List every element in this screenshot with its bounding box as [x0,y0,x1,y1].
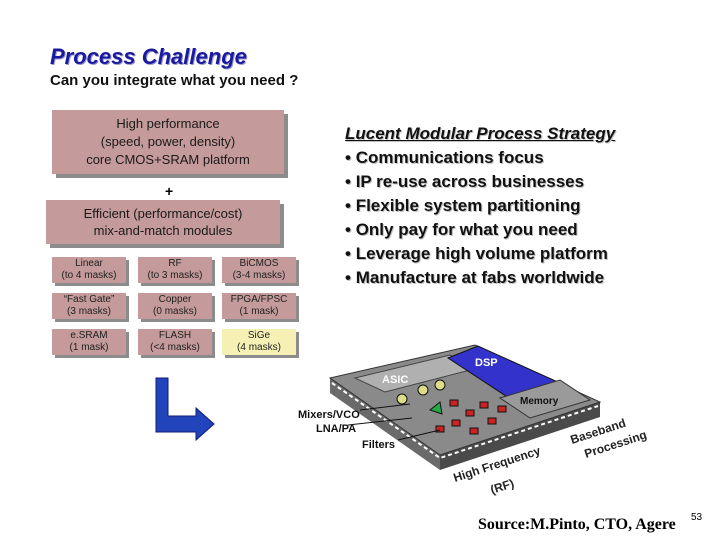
module-linear: Linear (to 4 masks) [52,257,126,283]
high-performance-box: High performance (speed, power, density)… [52,110,284,174]
asic-label: ASIC [382,374,408,386]
rf-components [396,379,507,435]
strategy-bullet: • Manufacture at fabs worldwide [345,268,605,287]
module-label: FPGA/FPSC (1 mask) [230,294,288,317]
mixers-label: Mixers/VCO [298,409,360,421]
high-performance-text: High performance (speed, power, density)… [86,116,250,167]
efficient-modules-box: Efficient (performance/cost) mix-and-mat… [46,200,280,244]
slide-subtitle: Can you integrate what you need ? [50,72,299,89]
module-label: RF (to 3 masks) [147,258,203,281]
strategy-bullet: • Communications focus [345,148,544,167]
plus-sign: + [165,183,174,199]
module-rf: RF (to 3 masks) [138,257,212,283]
flow-arrow [155,377,215,442]
chip-edge-pattern [331,382,599,460]
strategy-panel: Lucent Modular Process Strategy • Commun… [345,122,705,290]
module-label: “Fast Gate” (3 masks) [63,294,115,317]
dsp-label: DSP [475,357,498,369]
module-fast-gate: “Fast Gate” (3 masks) [52,293,126,319]
module-fpga: FPGA/FPSC (1 mask) [222,293,296,319]
lna-label: LNA/PA [316,423,356,435]
source-credit: Source:M.Pinto, CTO, Agere [478,516,676,533]
module-label: BiCMOS (3-4 masks) [232,258,286,281]
strategy-bullet: • Only pay for what you need [345,220,578,239]
module-label: SiGe (4 masks) [237,330,281,353]
module-sige: SiGe (4 masks) [222,329,296,355]
module-bicmos: BiCMOS (3-4 masks) [222,257,296,283]
module-label: e.SRAM (1 mask) [69,330,109,353]
efficient-modules-text: Efficient (performance/cost) mix-and-mat… [83,206,243,238]
strategy-bullet: • Flexible system partitioning [345,196,581,215]
filters-label: Filters [362,439,395,451]
memory-block [498,379,592,419]
module-copper: Copper (0 masks) [138,293,212,319]
module-flash: FLASH (<4 masks) [138,329,212,355]
module-label: FLASH (<4 masks) [150,330,200,353]
module-label: Copper (0 masks) [153,294,197,317]
slide-title: Process Challenge [50,44,247,69]
page-number: 53 [691,512,703,523]
chip-side-right [440,402,600,470]
memory-label: Memory [520,396,559,407]
module-esram: e.SRAM (1 mask) [52,329,126,355]
module-label: Linear (to 4 masks) [61,258,117,281]
strategy-heading: Lucent Modular Process Strategy [345,124,616,143]
strategy-bullet: • Leverage high volume platform [345,244,608,263]
rf-label: (RF) [489,476,516,497]
strategy-bullet: • IP re-use across businesses [345,172,585,191]
